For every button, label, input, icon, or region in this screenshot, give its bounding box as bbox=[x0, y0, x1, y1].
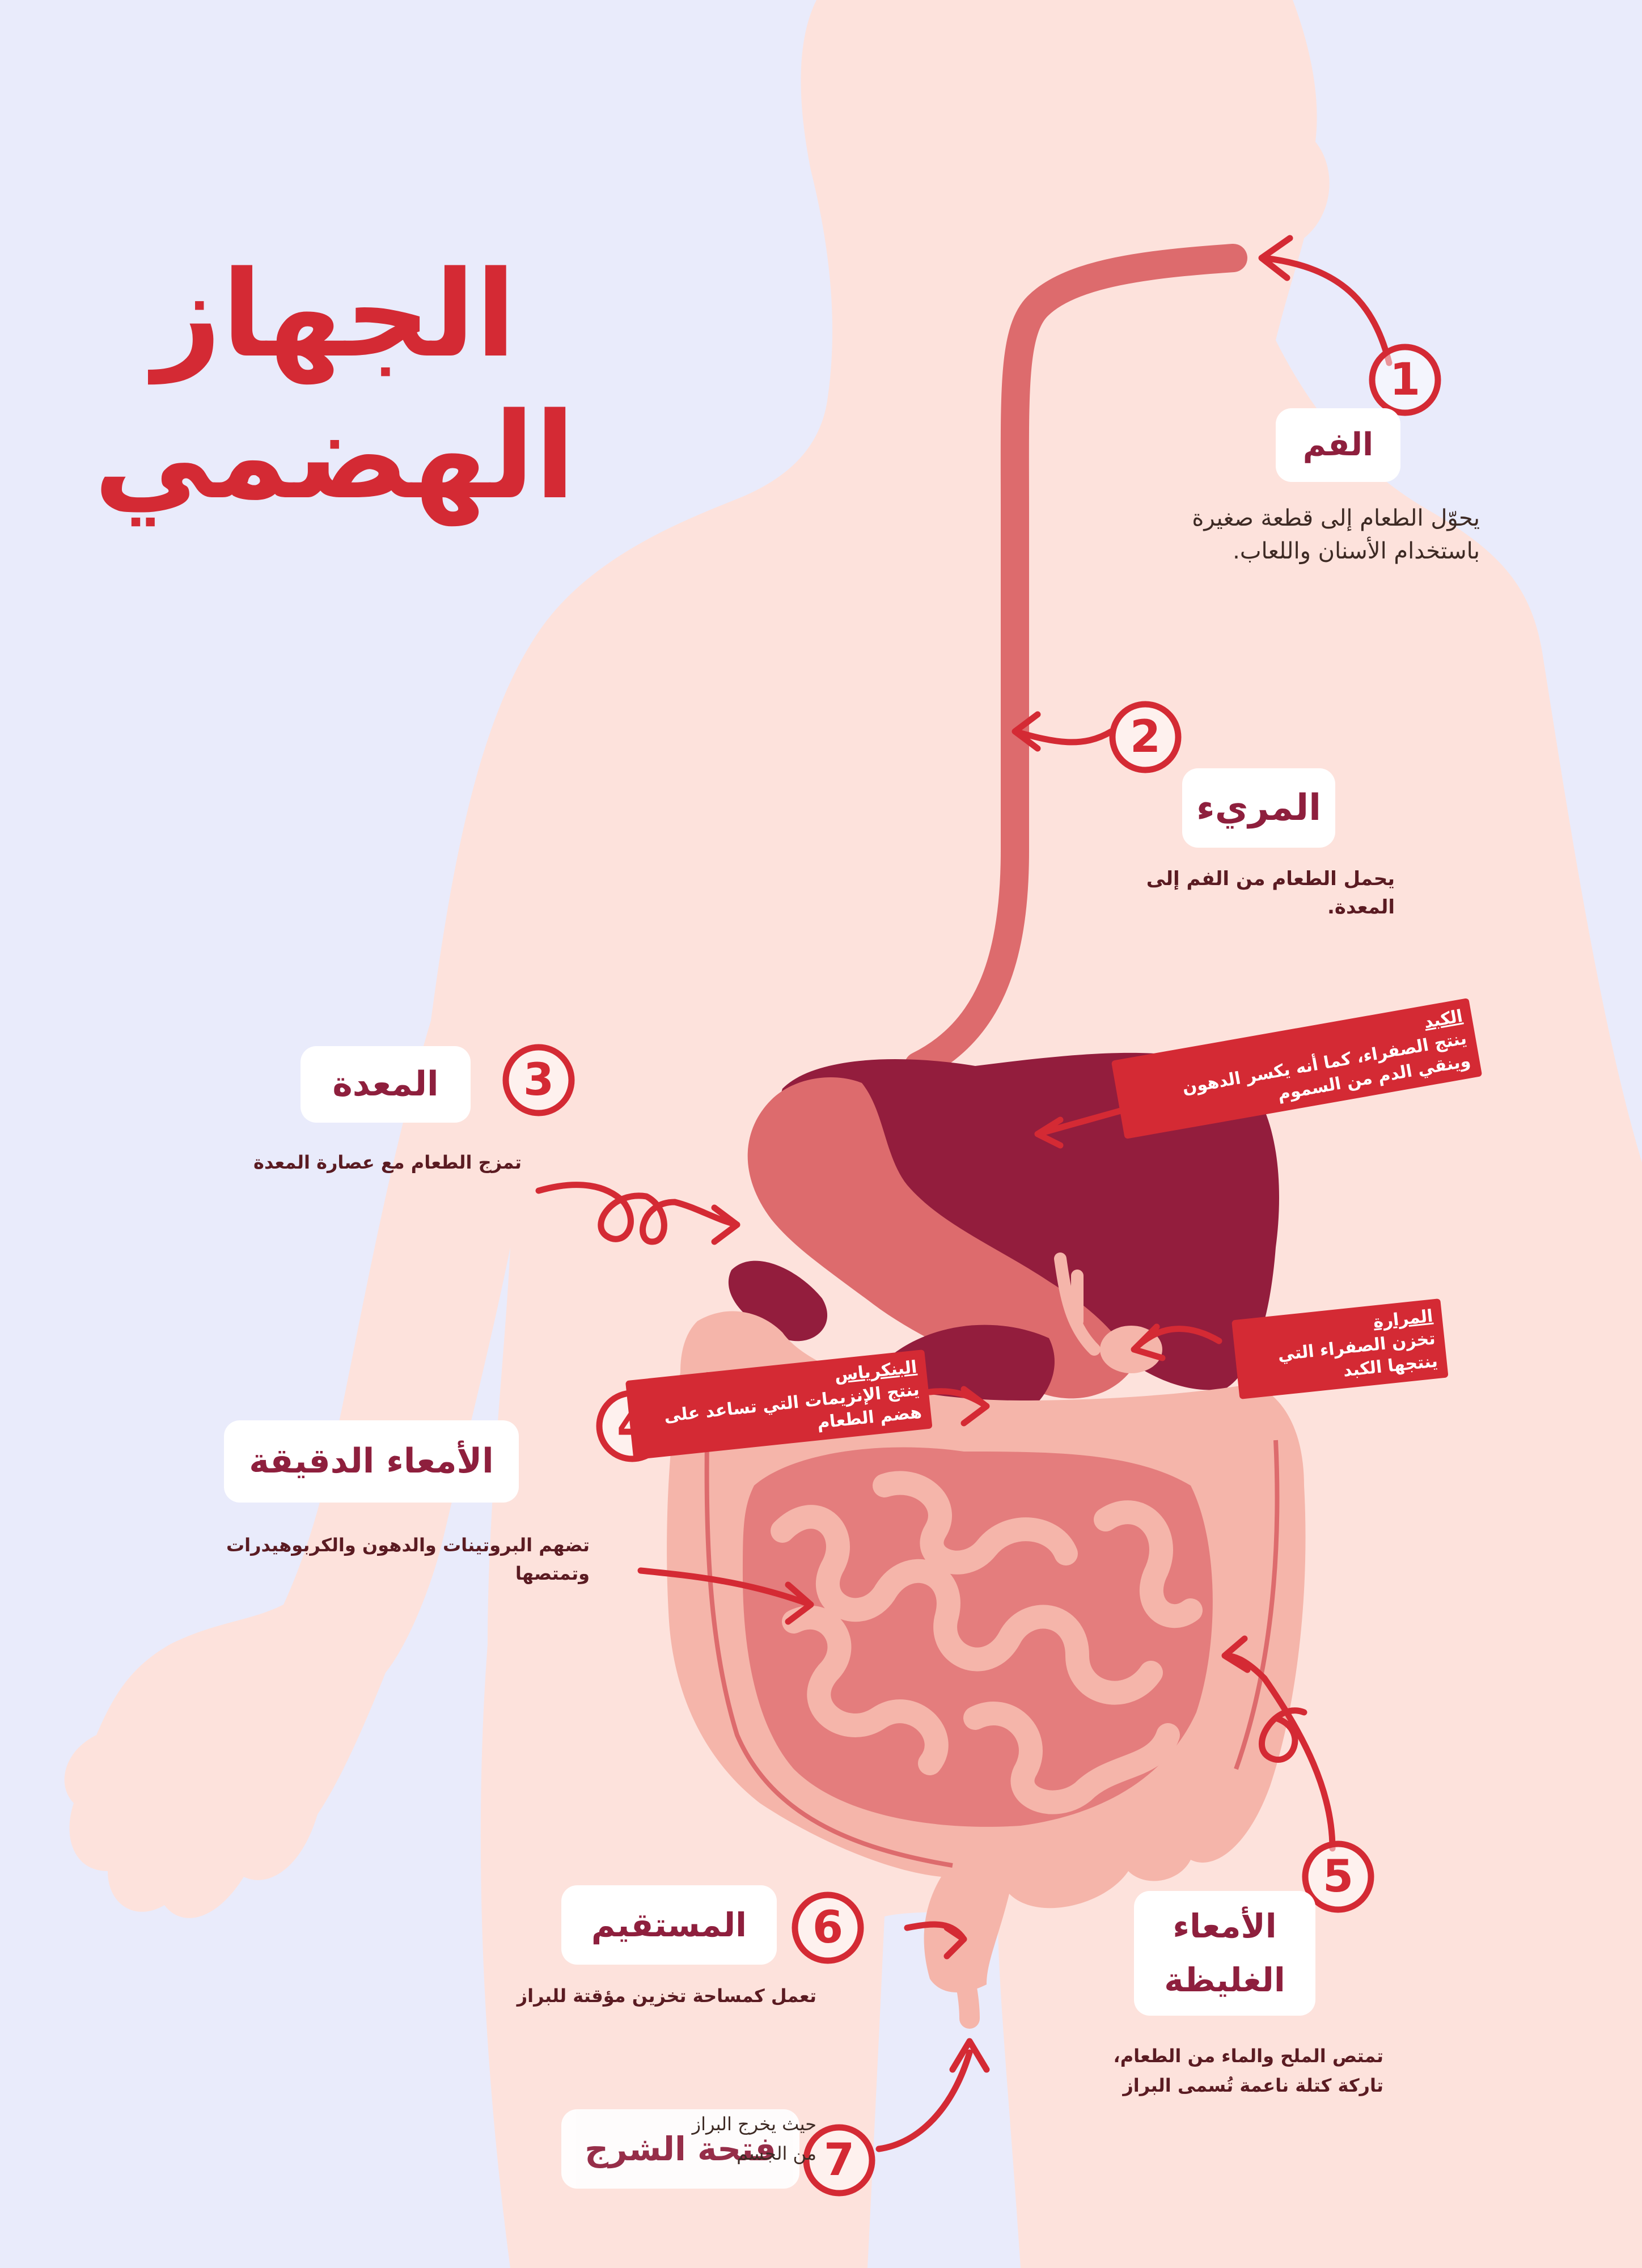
label-stomach: المعدة bbox=[301, 1046, 471, 1123]
step-1-number: 1 bbox=[1390, 354, 1420, 405]
step-6-circle bbox=[792, 1892, 864, 1964]
arrows bbox=[535, 235, 1393, 2152]
desc-anus: حيث يخرج البراز من الجسم bbox=[692, 2113, 816, 2164]
arrow-mouth bbox=[1258, 235, 1393, 366]
stomach bbox=[747, 1077, 1134, 1399]
arrow-stomach bbox=[535, 1182, 740, 1245]
arrow-pancreas bbox=[926, 1386, 990, 1427]
label-esophagus: المريء bbox=[1182, 768, 1335, 848]
desc-small-intestine: تضهم البروتينات والدهون والكربوهيدرات وت… bbox=[226, 1534, 590, 1584]
label-large-intestine-line-1: الأمعاء bbox=[1173, 1907, 1277, 1945]
step-2-circle bbox=[1109, 701, 1182, 773]
arrow-esophagus bbox=[1012, 711, 1115, 752]
label-rectum: المستقيم bbox=[561, 1885, 777, 1965]
arrow-anus bbox=[875, 2038, 990, 2152]
desc-esophagus: يحمل الطعام من الفم إلى المعدة. bbox=[1146, 868, 1395, 919]
desc-mouth: يحوّل الطعام إلى قطعة صغيرة باستخدام الأ… bbox=[1192, 505, 1480, 564]
bile-duct bbox=[1054, 1253, 1101, 1356]
title-line-2: الهضمي bbox=[94, 387, 575, 526]
rectum bbox=[948, 1940, 980, 2029]
arrow-small-intestine bbox=[637, 1567, 814, 1625]
step-3-circle bbox=[502, 1044, 575, 1116]
title-line-1: الجهاز bbox=[153, 245, 517, 384]
step-5-number: 5 bbox=[1323, 1851, 1353, 1902]
small-intestine-coils bbox=[771, 1471, 1203, 1814]
arrow-gallbladder bbox=[1131, 1323, 1222, 1361]
desc-stomach: تمزج الطعام مع عصارة المعدة bbox=[253, 1152, 522, 1173]
step-3-number: 3 bbox=[523, 1055, 554, 1106]
step-6-number: 6 bbox=[812, 1902, 843, 1953]
step-2-number: 2 bbox=[1130, 712, 1161, 763]
step-5-circle bbox=[1302, 1840, 1374, 1913]
step-1-circle bbox=[1369, 344, 1441, 416]
step-7-number: 7 bbox=[824, 2135, 854, 2186]
esophagus bbox=[904, 244, 1247, 1080]
liver bbox=[780, 1052, 1279, 1390]
desc-large-intestine: تمتص الملح والماء من الطعام، تاركة كتلة … bbox=[1113, 2045, 1383, 2096]
label-small-intestine: الأمعاء الدقيقة bbox=[224, 1420, 519, 1503]
large-intestine-inner bbox=[704, 1372, 1280, 1868]
label-mouth: الفم bbox=[1276, 408, 1400, 482]
page-title: الجهاز الهضمي bbox=[23, 244, 646, 527]
step-7-circle bbox=[803, 2124, 875, 2197]
label-large-intestine-line-2: الغليظة bbox=[1164, 1961, 1285, 1999]
arrow-rectum bbox=[904, 1921, 967, 1960]
label-large-intestine: الأمعاء الغليظة bbox=[1134, 1891, 1315, 2016]
desc-rectum: تعمل كمساحة تخزين مؤقتة للبراز bbox=[517, 1985, 816, 2007]
label-anus: فتحة الشرج bbox=[561, 2109, 799, 2189]
arrow-large-intestine bbox=[1221, 1635, 1336, 1852]
